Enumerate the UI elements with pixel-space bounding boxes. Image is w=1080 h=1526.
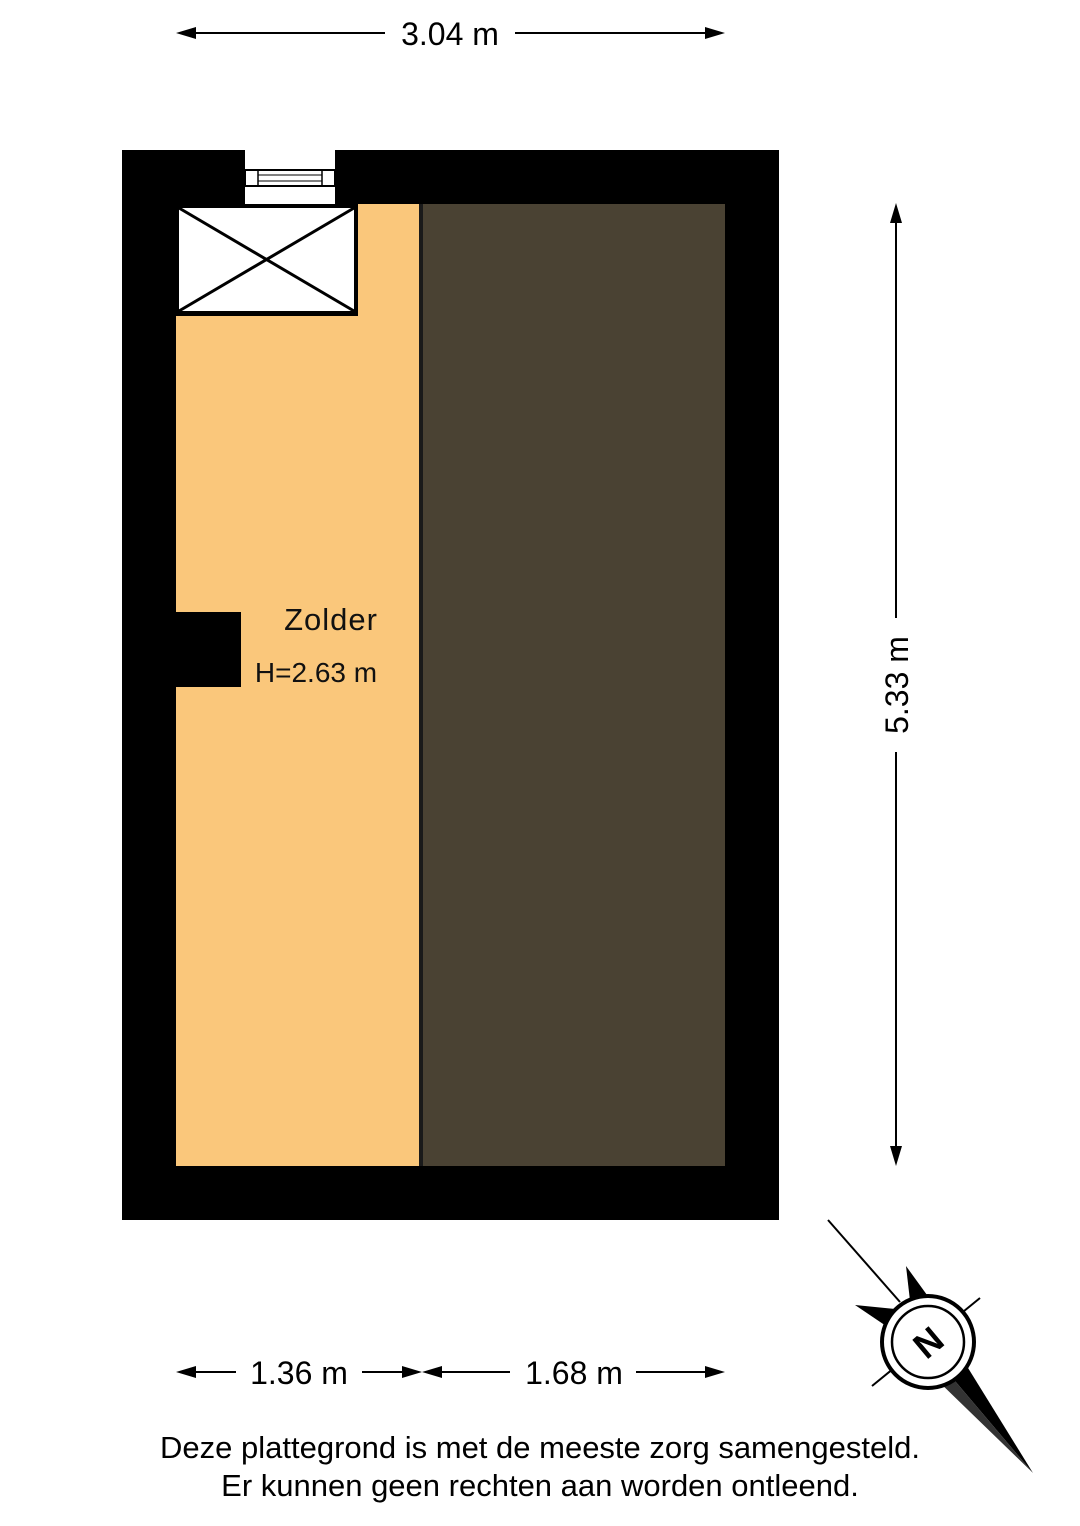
dimension-top-label: 3.04 m (401, 16, 499, 52)
room-height: H=2.63 m (255, 657, 377, 688)
compass-icon: N (827, 1219, 1033, 1473)
roof-area (422, 204, 725, 1166)
chimney-block (170, 612, 241, 687)
window-frame (244, 169, 336, 187)
dimension-bottom-left: 1.36 m (176, 1355, 422, 1391)
dimension-bottom-left-label: 1.36 m (250, 1355, 348, 1391)
disclaimer-line-2: Er kunnen geen rechten aan worden ontlee… (221, 1468, 859, 1503)
dimension-right-label: 5.33 m (879, 636, 915, 734)
disclaimer-line-1: Deze plattegrond is met de meeste zorg s… (160, 1430, 920, 1465)
dimension-bottom-right: 1.68 m (422, 1355, 725, 1391)
dimension-top-width: 3.04 m (176, 16, 725, 52)
dimension-bottom-right-label: 1.68 m (525, 1355, 623, 1391)
room-name: Zolder (284, 602, 378, 637)
stair-void (176, 204, 358, 316)
dimension-right-height: 5.33 m (879, 203, 915, 1166)
